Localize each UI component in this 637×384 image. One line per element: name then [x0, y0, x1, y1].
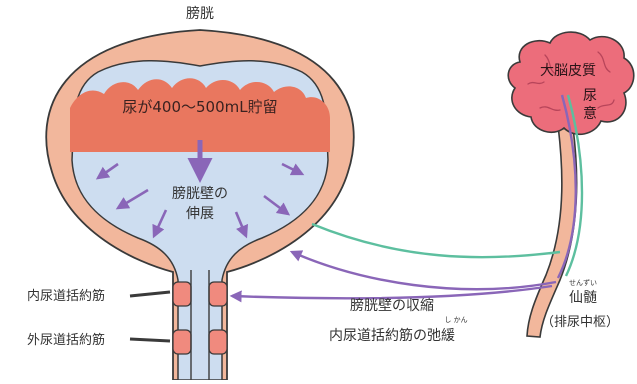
bladder-contraction-label: 膀胱壁の収縮: [350, 297, 434, 314]
urge-label-2: 意: [583, 105, 597, 122]
cerebral-cortex-shape: [508, 32, 634, 134]
sacral-furigana: せんずい: [569, 278, 597, 287]
relaxation-label: 内尿道括約筋の弛緩: [329, 327, 455, 344]
external-sphincter-left: [173, 330, 191, 354]
relaxation-furigana: し かん: [444, 316, 467, 324]
internal-sphincter-left: [173, 282, 191, 306]
bladder-title: 膀胱: [186, 5, 214, 22]
internal-sphincter-leader: [130, 292, 170, 296]
internal-sphincter-label: 内尿道括約筋: [27, 288, 105, 304]
micturition-center-label: （排尿中枢）: [541, 315, 619, 330]
contraction-signal-arrow: [292, 252, 556, 289]
external-sphincter-label: 外尿道括約筋: [27, 332, 105, 348]
wall-stretch-label-2: 伸展: [186, 206, 214, 222]
internal-sphincter-right: [209, 282, 227, 306]
urge-label-1: 尿: [583, 88, 597, 104]
urine-storage-label: 尿が400～500mL貯留: [122, 98, 277, 116]
external-sphincter-right: [209, 330, 227, 354]
wall-stretch-label-1: 膀胱壁の: [172, 185, 228, 202]
cerebral-cortex-label: 大脳皮質: [540, 63, 596, 79]
sensory-pathway-arrow: [312, 224, 560, 257]
sacral-cord-label: 仙髄: [569, 290, 597, 306]
external-sphincter-leader: [130, 339, 170, 341]
